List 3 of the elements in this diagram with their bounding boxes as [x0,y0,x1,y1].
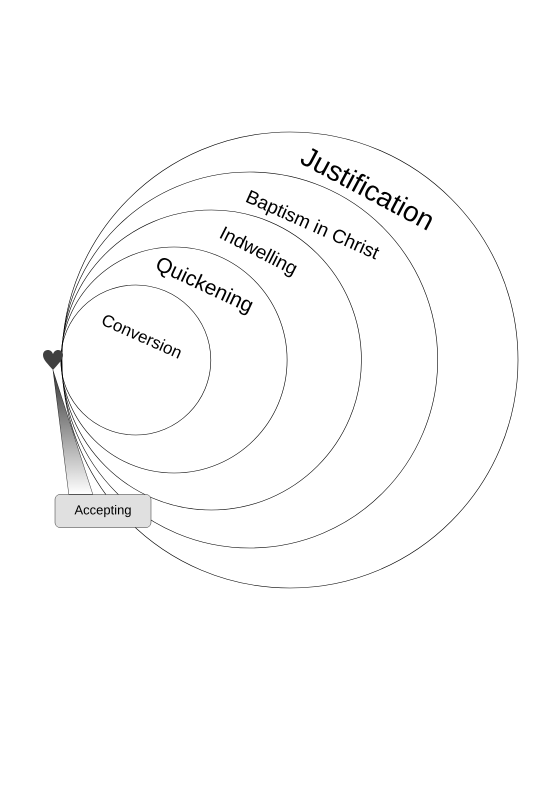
callout-pointer [52,370,93,494]
callout-box: Accepting [54,494,152,528]
heart-icon [43,350,63,370]
